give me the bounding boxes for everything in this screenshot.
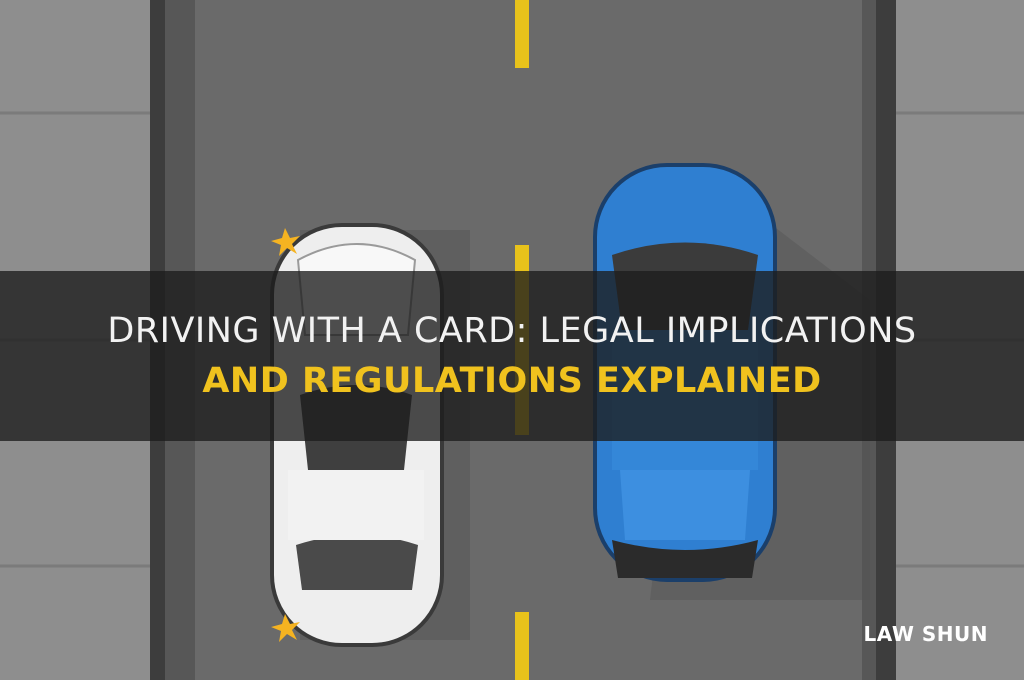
impact-sparkle-icon [271, 228, 300, 642]
headline-line-1: DRIVING WITH A CARD: LEGAL IMPLICATIONS [107, 311, 917, 351]
brand-logo-text: LAW SHUN [863, 622, 988, 646]
headline-banner: DRIVING WITH A CARD: LEGAL IMPLICATIONS … [0, 271, 1024, 441]
headline-line-2: AND REGULATIONS EXPLAINED [202, 361, 822, 401]
